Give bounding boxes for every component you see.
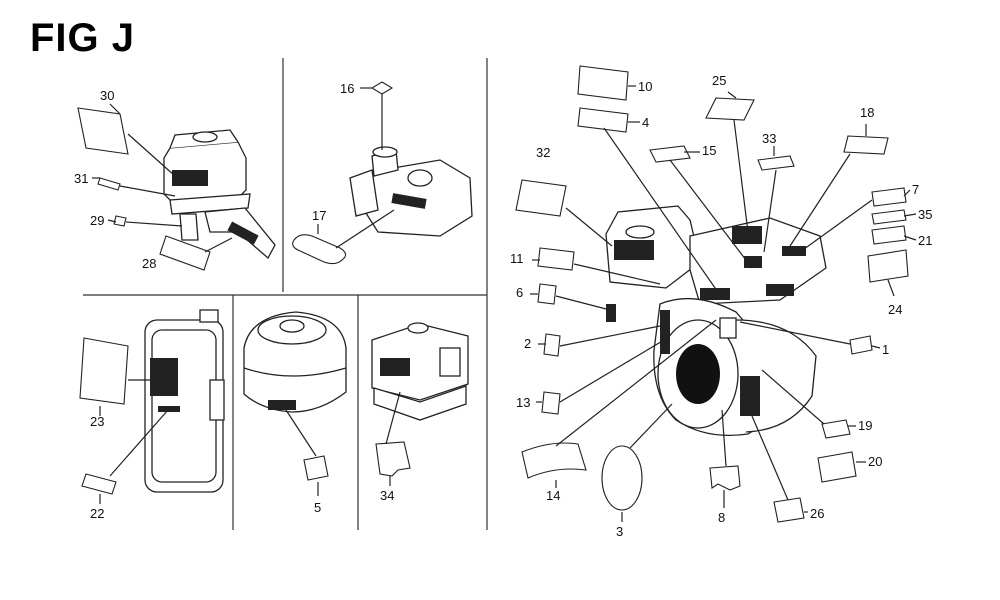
callout-8: 8 <box>718 510 725 525</box>
decal-label-icon <box>79 337 129 495</box>
callout-35: 35 <box>918 207 932 222</box>
callout-23: 23 <box>90 414 104 429</box>
callout-31: 31 <box>74 171 88 186</box>
callout-34: 34 <box>380 488 394 503</box>
decal-label-icon <box>515 65 909 523</box>
callout-numbers: 30 31 29 28 16 17 23 22 5 34 10 4 25 15 … <box>74 73 932 539</box>
callout-15: 15 <box>702 143 716 158</box>
decal-label-icon <box>303 455 329 481</box>
callout-2: 2 <box>524 336 531 351</box>
leader-lines-a <box>92 103 233 253</box>
air-cleaner-icon <box>163 129 276 260</box>
callout-6: 6 <box>516 285 523 300</box>
callout-10: 10 <box>638 79 652 94</box>
callout-32: 32 <box>536 145 550 160</box>
callout-24: 24 <box>888 302 902 317</box>
leader-lines-b <box>317 87 395 249</box>
callout-29: 29 <box>90 213 104 228</box>
callout-14: 14 <box>546 488 560 503</box>
figure-title: FIG J <box>30 16 136 60</box>
decal-label-icon <box>77 107 211 271</box>
callout-11: 11 <box>510 251 524 266</box>
callout-30: 30 <box>100 88 114 103</box>
leader-lines-f <box>530 85 917 522</box>
callout-18: 18 <box>860 105 874 120</box>
callout-5: 5 <box>314 500 321 515</box>
callout-4: 4 <box>642 115 649 130</box>
callout-3: 3 <box>616 524 623 539</box>
air-cleaner-icon <box>243 311 347 413</box>
panel-dividers <box>83 58 488 530</box>
callout-17: 17 <box>312 208 326 223</box>
engine-diagram-icon <box>605 205 827 437</box>
leader-lines-c <box>99 379 169 504</box>
leader-lines-d <box>285 409 319 496</box>
callout-33: 33 <box>762 131 776 146</box>
callout-7: 7 <box>912 182 919 197</box>
muffler-icon <box>144 309 225 493</box>
callout-22: 22 <box>90 506 104 521</box>
air-cleaner-icon <box>349 146 473 237</box>
callout-25: 25 <box>712 73 726 88</box>
callout-1: 1 <box>882 342 889 357</box>
callout-21: 21 <box>918 233 932 248</box>
callout-26: 26 <box>810 506 824 521</box>
leader-lines-e <box>385 391 401 486</box>
callout-16: 16 <box>340 81 354 96</box>
air-cleaner-icon <box>371 322 469 421</box>
decal-label-icon <box>375 441 411 477</box>
callout-19: 19 <box>858 418 872 433</box>
callout-20: 20 <box>868 454 882 469</box>
callout-13: 13 <box>516 395 530 410</box>
decal-label-icon <box>292 81 394 265</box>
callout-28: 28 <box>142 256 156 271</box>
